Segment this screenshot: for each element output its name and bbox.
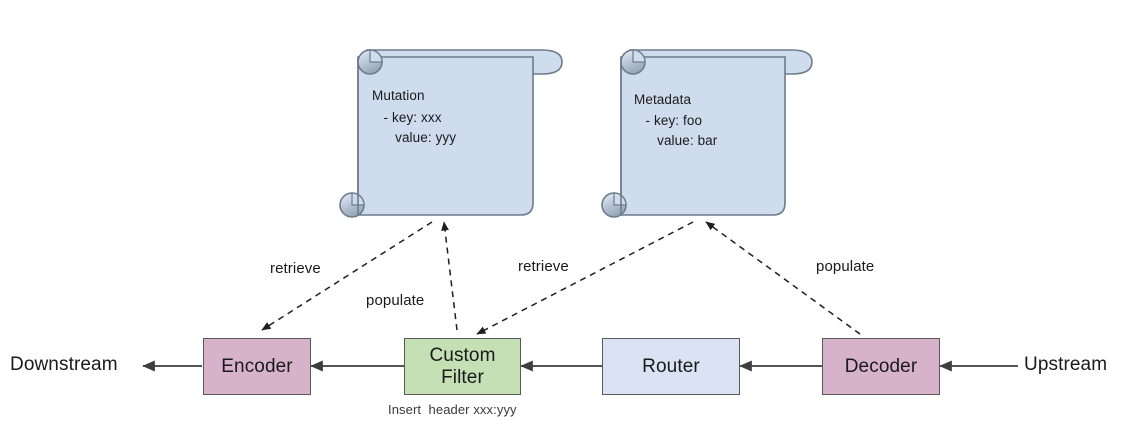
label-downstream: Downstream [10,354,118,375]
metadata-document-line2: value: bar [634,133,718,148]
metadata-document-title: Metadata [634,92,692,107]
caption-filter-note: Insert header xxx:yyy [388,402,517,417]
connector-decoder-populate-metadata [705,221,861,335]
edge-label-retrieve-right: retrieve [518,258,569,275]
mutation-document-title: Mutation [372,88,425,103]
label-upstream: Upstream [1024,354,1108,375]
caption-clipped-note [430,428,620,435]
edge-label-populate-left: populate [366,292,425,309]
connector-metadata-retrieve-filter [476,221,694,335]
node-custom-filter[interactable]: Custom Filter [404,338,521,395]
metadata-document-line1: - key: foo [634,113,703,128]
node-router[interactable]: Router [602,338,740,395]
node-decoder[interactable]: Decoder [822,338,940,395]
connector-filter-populate-mutation [441,221,458,331]
node-decoder-label: Decoder [844,355,918,377]
edge-label-populate-right: populate [816,258,875,275]
metadata-document-shape [601,49,813,218]
connector-mutation-retrieve-encoder [261,221,433,331]
mutation-document-line2: value: yyy [372,130,457,145]
node-encoder[interactable]: Encoder [203,338,311,395]
edge-label-retrieve-left: retrieve [270,260,321,277]
node-router-label: Router [642,355,700,377]
node-custom-filter-label: Custom Filter [429,345,496,388]
mutation-document-line1: - key: xxx [372,110,442,125]
node-encoder-label: Encoder [221,355,293,377]
mutation-document-shape [339,49,563,218]
relation-connectors [261,221,861,335]
